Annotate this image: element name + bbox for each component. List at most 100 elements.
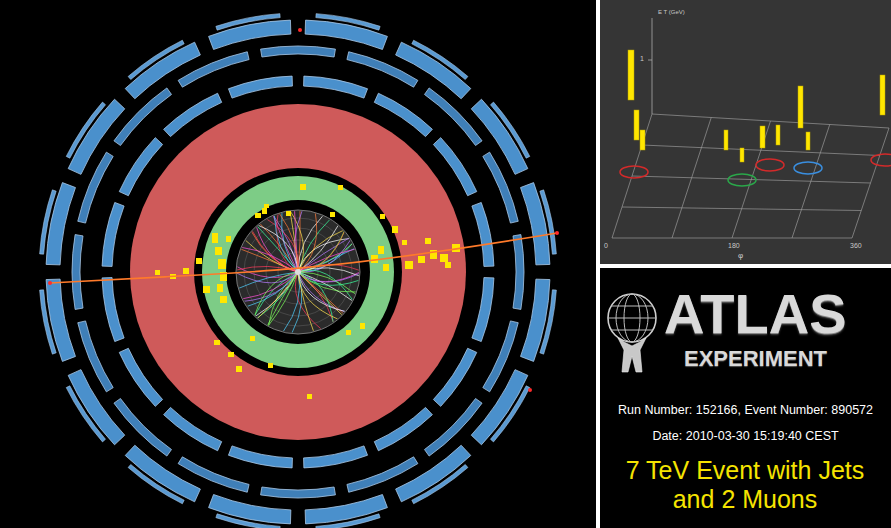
tracker-layer: [244, 218, 352, 326]
track: [298, 212, 317, 272]
energy-deposit: [380, 214, 385, 219]
track: [254, 272, 298, 316]
muon-chamber: [424, 398, 482, 456]
grid-line: [792, 125, 830, 239]
muon-chamber: [472, 278, 494, 342]
energy-bar: [880, 75, 885, 115]
muon-hit: [48, 281, 52, 285]
lego-plot: [612, 18, 891, 238]
muon-chamber: [490, 102, 529, 158]
track: [298, 272, 360, 282]
muon-chamber: [540, 290, 557, 354]
muon-chamber: [316, 514, 380, 528]
energy-deposit: [212, 233, 218, 243]
energy-bar: [634, 110, 639, 140]
event-title: 7 TeV Event with Jets and 2 Muons: [625, 456, 865, 514]
muon-chamber: [261, 46, 336, 57]
energy-deposit: [307, 394, 312, 399]
energy-deposit: [300, 184, 306, 190]
muon-chamber: [78, 321, 113, 392]
logo-text: EXPERIMENT: [684, 348, 827, 370]
muon-chamber: [304, 446, 368, 468]
muon-chamber: [347, 457, 418, 492]
muon-track: [50, 233, 557, 283]
grid-line: [632, 176, 871, 183]
track: [267, 272, 298, 326]
energy-deposit: [402, 240, 407, 245]
energy-deposit: [236, 366, 242, 372]
energy-deposit: [228, 352, 234, 357]
muon-chamber: [178, 457, 249, 492]
energy-deposit: [418, 256, 425, 263]
muon-chamber: [424, 88, 482, 146]
muon-chamber: [114, 398, 172, 456]
muon-chamber: [228, 76, 292, 98]
energy-deposit: [183, 268, 189, 274]
event-info: Run Number: 152166, Event Number: 890572: [600, 404, 891, 417]
muon-chamber: [78, 152, 113, 223]
muon-chamber: [228, 446, 292, 468]
energy-deposit: [250, 336, 255, 341]
energy-deposit: [392, 226, 398, 233]
muon-chamber: [347, 52, 418, 87]
muon-chamber: [102, 278, 124, 342]
energy-deposit: [220, 296, 227, 303]
logo-panel: [600, 268, 891, 528]
track: [258, 225, 298, 272]
energy-deposit: [226, 236, 231, 242]
energy-bar: [740, 148, 744, 162]
grid-line: [652, 114, 889, 128]
jet-ring: [728, 174, 756, 186]
energy-deposit: [383, 264, 389, 271]
muon-chamber: [40, 190, 57, 254]
energy-deposit: [286, 211, 291, 216]
energy-deposit: [262, 208, 267, 214]
energy-bar: [724, 130, 728, 150]
energy-bar: [760, 126, 765, 148]
jet-ring: [620, 166, 648, 178]
beam-pipe: [295, 269, 301, 275]
axis-line: [652, 18, 653, 114]
energy-deposit: [346, 330, 351, 335]
energy-bar: [798, 86, 803, 128]
energy-deposit: [378, 246, 384, 254]
jet-ring: [794, 162, 822, 174]
energy-deposit: [330, 212, 335, 217]
axis-tick: [648, 60, 652, 61]
muon-chamber: [102, 202, 124, 266]
energy-deposit: [338, 185, 343, 190]
track: [294, 210, 302, 272]
track: [298, 272, 338, 319]
track: [298, 272, 346, 312]
energy-deposit: [215, 247, 222, 255]
energy-bar: [776, 125, 780, 145]
track: [298, 272, 357, 292]
axis-label: φ: [738, 252, 743, 260]
muon-chamber: [216, 14, 280, 31]
muon-chamber: [66, 102, 105, 158]
energy-bar: [640, 130, 645, 150]
track: [266, 219, 298, 272]
muon-chamber: [316, 14, 380, 31]
muon-chamber: [216, 514, 280, 528]
atlas-figure: [608, 294, 656, 372]
energy-deposit: [155, 270, 160, 275]
track: [298, 272, 314, 332]
track: [292, 272, 302, 334]
muon-chamber: [540, 190, 557, 254]
axis-label: 0: [604, 242, 608, 249]
muon-chamber: [472, 202, 494, 266]
energy-deposit: [440, 254, 448, 262]
track: [298, 272, 344, 314]
display-panel: [0, 0, 596, 528]
energy-deposit: [214, 340, 220, 345]
energy-deposit: [217, 284, 223, 292]
muon-chamber: [128, 464, 184, 503]
energy-bar: [628, 50, 634, 100]
muon-chamber: [261, 487, 336, 498]
muon-chamber: [66, 386, 105, 442]
muon-chamber: [483, 321, 518, 392]
lego-panel: [600, 0, 891, 264]
energy-bar: [806, 132, 810, 150]
track: [279, 213, 298, 272]
